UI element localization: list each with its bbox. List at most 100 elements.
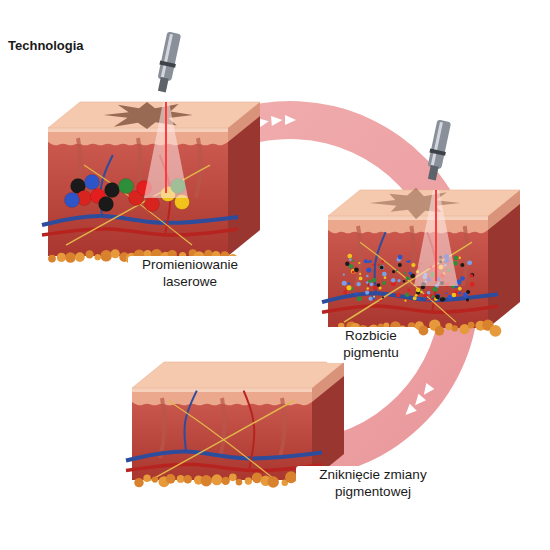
pigment-particle bbox=[85, 175, 100, 190]
pigment-particle bbox=[65, 193, 80, 208]
pigment-fragment bbox=[379, 265, 384, 270]
stratum-corneum bbox=[132, 388, 312, 392]
nerve bbox=[168, 401, 276, 481]
pigment-fragment bbox=[348, 282, 351, 285]
pigment-fragment bbox=[454, 256, 458, 260]
laser-handpiece bbox=[424, 119, 452, 181]
pigment-fragment bbox=[373, 285, 377, 289]
handpiece-tip bbox=[158, 77, 169, 92]
pigment-fragment bbox=[396, 269, 398, 271]
pigment-fragment bbox=[460, 276, 465, 281]
fat-cell bbox=[267, 476, 278, 487]
artery bbox=[322, 306, 498, 312]
pigment-particle bbox=[119, 179, 134, 194]
pigment-fragment bbox=[470, 274, 474, 278]
pigment-fragment bbox=[408, 271, 412, 275]
handpiece-ring bbox=[429, 149, 445, 156]
pigment-fragment bbox=[423, 293, 427, 297]
vein bbox=[322, 293, 498, 302]
pigment-fragment bbox=[396, 293, 401, 298]
pigment-particle bbox=[105, 183, 120, 198]
stage-label: Rozbicie pigmentu bbox=[326, 327, 416, 363]
nerve bbox=[150, 401, 294, 481]
pigment-fragment bbox=[357, 296, 362, 301]
pigment-particle bbox=[145, 197, 160, 212]
diagram-title: Technologia bbox=[8, 38, 84, 54]
pigment-particle bbox=[99, 197, 114, 212]
handpiece-body bbox=[157, 31, 181, 81]
fat-cell bbox=[490, 325, 502, 337]
pigment-fragment bbox=[384, 276, 387, 279]
hair-follicle bbox=[196, 138, 201, 198]
stratum-corneum bbox=[48, 128, 228, 132]
pigment-spot bbox=[104, 102, 193, 129]
pigment-fragment bbox=[440, 298, 444, 302]
pigment-fragment bbox=[343, 273, 345, 275]
pigment-fragment bbox=[445, 292, 447, 294]
fat-cell bbox=[95, 254, 101, 260]
artery bbox=[42, 229, 238, 235]
vein-branch bbox=[184, 391, 196, 451]
pigment-fragment bbox=[392, 270, 395, 273]
fat-cell bbox=[75, 252, 85, 262]
pigment-fragment bbox=[404, 272, 406, 274]
fat-cell bbox=[445, 323, 452, 330]
pigment-fragment bbox=[407, 288, 410, 291]
pigment-fragment bbox=[416, 288, 421, 293]
pigment-fragment bbox=[366, 287, 368, 289]
fat-cell bbox=[166, 474, 176, 484]
fat-cell bbox=[468, 322, 475, 329]
pigment-fragment bbox=[343, 291, 347, 295]
pigment-fragment bbox=[459, 256, 461, 258]
pigment-fragment bbox=[430, 298, 432, 300]
pigment-fragment bbox=[345, 262, 349, 266]
laser-beam bbox=[144, 102, 188, 198]
fat-cell bbox=[221, 477, 229, 485]
vein-branch bbox=[375, 232, 386, 292]
pigment-fragment bbox=[352, 260, 354, 262]
fat-cell bbox=[85, 250, 93, 258]
fat-cell bbox=[229, 473, 237, 481]
fat-cell bbox=[419, 326, 429, 336]
artery bbox=[126, 464, 322, 470]
fat-cell bbox=[65, 252, 76, 263]
hair-follicle bbox=[220, 398, 225, 458]
pigment-fragment bbox=[466, 298, 469, 301]
pigment-fragment bbox=[403, 280, 405, 282]
fat-cell bbox=[143, 474, 150, 481]
fat-cell bbox=[134, 478, 143, 487]
pigment-fragment bbox=[366, 267, 371, 272]
pigment-fragment bbox=[405, 293, 409, 297]
pigment-fragment bbox=[368, 297, 372, 301]
direction-arrowhead bbox=[271, 115, 283, 126]
stratum-corneum bbox=[328, 216, 488, 220]
laser-beam-core bbox=[165, 102, 167, 193]
pigment-fragment bbox=[355, 292, 358, 295]
pigment-fragment bbox=[359, 276, 363, 280]
pigment-fragment bbox=[470, 282, 475, 287]
pigment-fragment bbox=[404, 300, 406, 302]
fat-cell bbox=[152, 476, 158, 482]
pigment-fragment bbox=[356, 282, 360, 286]
skin-side bbox=[228, 102, 260, 256]
pigment-fragment bbox=[406, 276, 410, 280]
vein bbox=[126, 452, 322, 461]
fat-cell bbox=[236, 479, 243, 486]
dermis bbox=[48, 128, 228, 256]
pigment-fragment bbox=[463, 293, 468, 298]
pigment-fragment bbox=[381, 260, 384, 263]
pigment-fragment bbox=[432, 295, 435, 298]
fat-cell bbox=[211, 474, 222, 485]
pigment-fragment bbox=[420, 291, 423, 294]
pigment-fragment bbox=[342, 281, 347, 286]
fat-cell bbox=[435, 326, 444, 335]
pigment-fragment bbox=[413, 296, 417, 300]
laser-beam bbox=[414, 190, 458, 286]
pigment-fragment bbox=[406, 260, 408, 262]
handpiece-tip bbox=[428, 165, 439, 180]
pigment-fragment bbox=[398, 263, 402, 267]
handpiece-body bbox=[427, 119, 451, 169]
nerve bbox=[66, 165, 210, 245]
pigment-fragment bbox=[380, 300, 382, 302]
direction-arrowhead bbox=[285, 115, 296, 125]
